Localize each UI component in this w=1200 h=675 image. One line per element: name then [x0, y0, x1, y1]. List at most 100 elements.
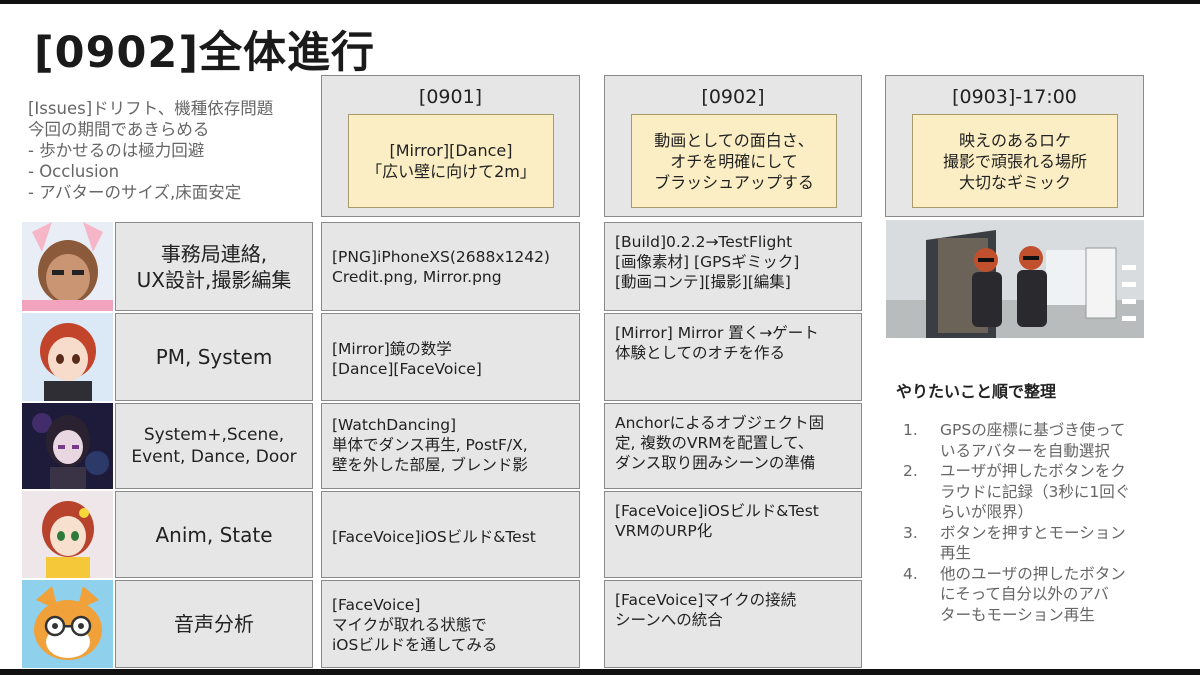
issues-line: 今回の期間であきらめる — [28, 120, 210, 139]
role-cell: Anim, State — [115, 491, 313, 578]
task-cell-0901: [Mirror]鏡の数学 [Dance][FaceVoice] — [321, 313, 580, 401]
task-line: [FaceVoice]マイクの接続 — [615, 591, 797, 609]
role-line: UX設計,撮影編集 — [136, 267, 292, 292]
column-date: [0903]-17:00 — [952, 86, 1077, 108]
scene-screenshot — [886, 220, 1144, 338]
note-line: オチを明確にして — [670, 151, 798, 171]
list-line: ボタンを押すとモーション — [940, 523, 1126, 542]
page-title: [0902]全体進行 — [34, 28, 375, 78]
task-line: [WatchDancing] — [332, 416, 457, 434]
note-line: 撮影で頑張れる場所 — [942, 151, 1087, 171]
window-top-bar — [0, 0, 1200, 4]
list-line: ユーザが押したボタンをク — [940, 462, 1126, 480]
task-line: [Mirror]鏡の数学 — [332, 340, 452, 358]
column-date: [0902] — [701, 86, 765, 108]
sticky-note: 映えのあるロケ 撮影で頑張れる場所 大切なギミック — [912, 114, 1118, 208]
list-item: 3. ボタンを押すとモーション 再生 — [903, 523, 1193, 564]
column-header-0902: [0902] 動画としての面白さ、 オチを明確にして ブラッシュアップする — [604, 75, 862, 217]
task-cell-0902: [Mirror] Mirror 置く→ゲート 体験としてのオチを作る — [604, 313, 862, 401]
list-item: 2. ユーザが押したボタンをク ラウドに記録（3秒に1回ぐ らいが限界） — [903, 461, 1193, 523]
task-line: 単体でダンス再生, PostF/X, — [332, 436, 528, 454]
avatar-2 — [22, 313, 113, 401]
list-number: 3. — [903, 523, 918, 542]
avatar-image — [22, 313, 113, 401]
list-item: 1. GPSの座標に基づき使って いるアバターを自動選択 — [903, 420, 1193, 461]
issues-line: [Issues]ドリフト、機種依存問題 — [28, 99, 274, 118]
task-cell-0901: [PNG]iPhoneXS(2688x1242) Credit.png, Mir… — [321, 222, 580, 311]
list-line: ターもモーション再生 — [940, 605, 1095, 624]
list-line: いるアバターを自動選択 — [940, 441, 1110, 460]
avatar-image — [22, 491, 113, 578]
note-line: ブラッシュアップする — [654, 172, 814, 192]
task-line: [FaceVoice]iOSビルド&Test — [615, 502, 819, 520]
avatar-4 — [22, 491, 113, 578]
task-cell-0902: [FaceVoice]iOSビルド&Test VRMのURP化 — [604, 491, 862, 578]
avatar-image — [22, 222, 113, 311]
task-cell-0902: [FaceVoice]マイクの接続 シーンへの統合 — [604, 580, 862, 668]
note-line: 「広い壁に向けて2m」 — [366, 162, 536, 181]
note-line: 「広い壁に向けて2m」 — [366, 161, 536, 182]
issues-line: - アバターのサイズ,床面安定 — [28, 183, 242, 202]
role-line: 事務局連絡, — [160, 241, 268, 266]
task-line: 壁を外した部屋, ブレンド影 — [332, 456, 528, 474]
task-line: VRMのURP化 — [615, 522, 713, 540]
list-number: 1. — [903, 421, 918, 439]
task-line: [FaceVoice] — [332, 596, 421, 614]
task-line: [動画コンテ][撮影][編集] — [615, 273, 791, 291]
task-cell-0901: [FaceVoice] マイクが取れる状態で iOSビルドを通してみる — [321, 580, 580, 668]
role-cell: 音声分析 — [115, 580, 313, 668]
note-line: [Mirror][Dance] — [389, 141, 513, 160]
column-header-0903: [0903]-17:00 映えのあるロケ 撮影で頑張れる場所 大切なギミック — [885, 75, 1144, 217]
avatar-5 — [22, 580, 113, 668]
task-line: [FaceVoice]iOSビルド&Test — [332, 528, 536, 546]
list-line: らいが限界） — [940, 503, 1034, 521]
role-line: PM, System — [155, 345, 273, 369]
task-line: マイクが取れる状態で — [332, 616, 487, 634]
role-line: Anim, State — [155, 522, 273, 547]
sticky-note: [Mirror][Dance] 「広い壁に向けて2m」 — [348, 114, 554, 208]
sticky-note: 動画としての面白さ、 オチを明確にして ブラッシュアップする — [631, 114, 837, 208]
column-date: [0901] — [418, 86, 483, 108]
list-line: にそって自分以外のアバ — [940, 585, 1109, 603]
role-line: System+,Scene, — [143, 425, 285, 445]
task-line: [PNG]iPhoneXS(2688x1242) — [332, 248, 550, 266]
task-cell-0902: Anchorによるオブジェクト固 定, 複数のVRMを配置して、 ダンス取り囲み… — [604, 403, 862, 489]
cat-avatar-icon — [22, 580, 113, 668]
window-bottom-bar — [0, 669, 1200, 675]
list-item: 4. 他のユーザの押したボタン にそって自分以外のアバ ターもモーション再生 — [903, 564, 1193, 626]
issues-line: - Occlusion — [28, 162, 120, 181]
task-line: [画像素材] [GPSギミック] — [615, 253, 800, 271]
task-line: iOSビルドを通してみる — [332, 636, 498, 654]
role-cell: 事務局連絡, UX設計,撮影編集 — [115, 222, 313, 311]
task-cell-0901: [FaceVoice]iOSビルド&Test — [321, 491, 580, 578]
task-line: ダンス取り囲みシーンの準備 — [615, 454, 816, 472]
task-line: [Dance][FaceVoice] — [332, 360, 482, 378]
avatar-3 — [22, 403, 113, 489]
task-line: [Build]0.2.2→TestFlight — [615, 233, 793, 251]
column-header-0901: [0901] [Mirror][Dance] 「広い壁に向けて2m」 — [321, 75, 580, 217]
note-line: 映えのあるロケ — [958, 130, 1071, 150]
issues-line: - 歩かせるのは極力回避 — [28, 141, 205, 160]
task-cell-0901: [WatchDancing] 単体でダンス再生, PostF/X, 壁を外した部… — [321, 403, 580, 489]
note-line: 動画としての面白さ、 — [654, 130, 814, 150]
task-line: シーンへの統合 — [615, 611, 723, 629]
task-cell-0902: [Build]0.2.2→TestFlight [画像素材] [GPSギミック]… — [604, 222, 862, 311]
priority-list: 1. GPSの座標に基づき使って いるアバターを自動選択 2. ユーザが押したボ… — [903, 420, 1193, 625]
avatar-image — [22, 403, 113, 489]
task-line: 体験としてのオチを作る — [615, 344, 786, 362]
task-line: [Mirror] Mirror 置く→ゲート — [615, 324, 819, 342]
role-line: 音声分析 — [174, 612, 254, 636]
list-number: 2. — [903, 462, 918, 480]
role-cell: System+,Scene, Event, Dance, Door — [115, 403, 313, 489]
list-line: 再生 — [940, 544, 972, 562]
note-line: 大切なギミック — [958, 172, 1071, 192]
role-line: Event, Dance, Door — [131, 447, 297, 467]
list-line: GPSの座標に基づき使って — [940, 421, 1126, 439]
list-line: ラウドに記録（3秒に1回ぐ — [940, 482, 1131, 501]
priority-title: やりたいこと順で整理 — [896, 382, 1057, 401]
task-line: Credit.png, Mirror.png — [332, 268, 502, 286]
task-line: 定, 複数のVRMを配置して、 — [615, 434, 814, 452]
list-line: 他のユーザの押したボタン — [940, 564, 1126, 583]
avatar-1 — [22, 222, 113, 311]
issues-list: [Issues]ドリフト、機種依存問題 今回の期間であきらめる - 歩かせるのは… — [28, 98, 318, 203]
